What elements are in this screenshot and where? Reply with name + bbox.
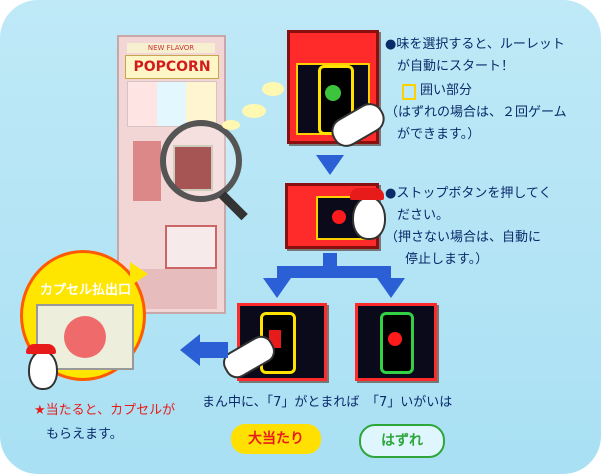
magnifier-icon xyxy=(160,120,242,202)
win-badge: 大当たり xyxy=(231,424,321,454)
capsule-callout-tail xyxy=(130,262,148,286)
cherry-icon xyxy=(388,332,402,346)
mascot-icon xyxy=(352,196,386,240)
branch-arrow-stem xyxy=(323,253,337,267)
step2-line2: ださい。 xyxy=(397,208,450,223)
lose-screen xyxy=(355,303,437,381)
step1-line3: 囲い部分 xyxy=(420,83,473,98)
step1-line4: （はずれの場合は、２回ゲーム xyxy=(385,105,567,120)
lose-condition-text: 「7」いがいは xyxy=(366,395,453,410)
win-screen xyxy=(237,303,327,381)
down-arrow-icon xyxy=(316,155,344,175)
highlight-frame-icon xyxy=(402,84,416,100)
down-arrow-right-icon xyxy=(377,278,405,298)
machine-panel xyxy=(133,141,161,201)
branch-arrow-bar xyxy=(277,266,391,278)
machine-sign: POPCORN xyxy=(125,55,219,79)
step2-line4: 停止します。） xyxy=(405,252,489,267)
left-arrow-shaft xyxy=(198,342,228,358)
step2-line3: （押さない場合は、自動に xyxy=(385,230,542,245)
thought-bubble xyxy=(242,104,266,118)
down-arrow-left-icon xyxy=(263,278,291,298)
left-arrow-icon xyxy=(180,334,200,366)
thought-bubble xyxy=(262,82,284,96)
thought-bubble xyxy=(222,120,240,130)
capsule-title: カプセル払出口 xyxy=(40,283,132,298)
capsule-line2: もらえます。 xyxy=(46,427,123,442)
mascot-capsule-hat-icon xyxy=(26,344,56,354)
step1-line1: ●味を選択すると、ルーレット xyxy=(385,37,565,52)
step2-cherry-icon xyxy=(332,210,346,224)
machine-cups xyxy=(127,81,217,127)
step1-symbol xyxy=(325,85,341,101)
capsule-line1: ★当たると、カプセルが xyxy=(34,403,176,418)
win-condition-text: まん中に、「7」がとまれば xyxy=(202,395,360,410)
mascot-capsule-icon xyxy=(28,350,58,390)
machine-sign-top: NEW FLAVOR xyxy=(127,43,215,53)
capsule-image xyxy=(64,316,106,358)
step2-line1: ●ストップボタンを押してく xyxy=(385,186,552,201)
step1-line5: ができます。） xyxy=(397,127,481,142)
step1-line2: が自動にスタート！ xyxy=(397,59,515,74)
mascot-hat-icon xyxy=(350,188,384,200)
lose-badge: はずれ xyxy=(359,424,445,458)
machine-capsule-slot xyxy=(165,225,217,269)
